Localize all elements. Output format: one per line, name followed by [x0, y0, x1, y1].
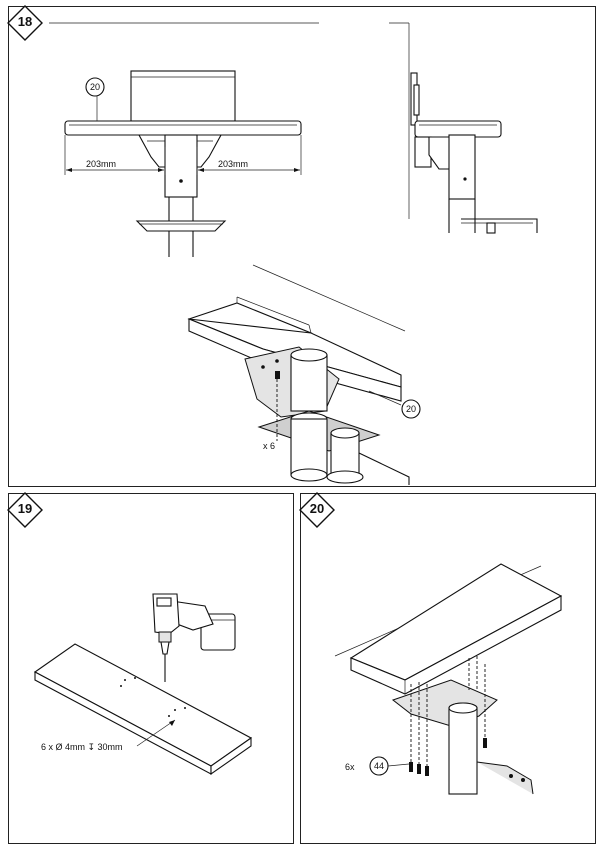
step-badge-diamond — [299, 492, 335, 528]
step-18-drawing: 20 203mm 203mm — [49, 22, 538, 485]
screws-icon — [409, 738, 487, 776]
monitor-box — [130, 70, 236, 122]
step-20-number: 20 — [309, 501, 325, 516]
drill-holes — [120, 677, 186, 717]
post-iso-lower — [290, 418, 328, 476]
screw-guides — [410, 656, 486, 770]
step-19-panel: 19 6 x Ø 4mm ↧ 30mm — [7, 492, 294, 844]
callout-20-iso-circle — [401, 399, 421, 419]
post — [448, 707, 478, 795]
dimension-left-label: 203mm — [86, 159, 116, 169]
callout-20-iso-label: 20 — [406, 404, 416, 414]
wall-line — [252, 264, 406, 332]
callout-44-label: 44 — [374, 761, 384, 771]
post-front — [164, 134, 198, 198]
step-20-panel: 20 6x 44 — [299, 492, 596, 844]
step-19-number: 19 — [17, 501, 33, 516]
clamp-front — [135, 220, 227, 232]
step-18-number: 18 — [17, 14, 33, 29]
shelf-front — [64, 120, 302, 136]
dimension-right-label: 203mm — [218, 159, 248, 169]
screw-qty-label: 6x — [345, 762, 355, 772]
step-20-badge: 20 — [299, 492, 335, 528]
step-19-drawing: 6 x Ø 4mm ↧ 30mm — [33, 593, 253, 776]
step-badge-diamond — [7, 5, 43, 41]
step-20-drawing: 6x 44 — [334, 563, 563, 795]
callout-20-label: 20 — [90, 82, 100, 92]
post-iso-upper — [290, 354, 328, 412]
step-19-badge: 19 — [7, 492, 43, 528]
side-view — [389, 22, 538, 234]
step-badge-diamond — [7, 492, 43, 528]
screw-icon — [275, 371, 280, 379]
front-view: 20 203mm 203mm — [64, 70, 302, 257]
step-18-panel: 18 20 — [7, 5, 596, 487]
step-18-badge: 18 — [7, 5, 43, 41]
screw-qty-label: x 6 — [263, 441, 275, 451]
post-side — [448, 134, 476, 200]
drill-icon — [152, 593, 236, 682]
isometric-view: x 6 20 — [187, 264, 421, 485]
drill-spec-label: 6 x Ø 4mm ↧ 30mm — [41, 742, 123, 752]
callout-20-circle — [85, 77, 105, 97]
lower-clamp — [476, 761, 534, 795]
